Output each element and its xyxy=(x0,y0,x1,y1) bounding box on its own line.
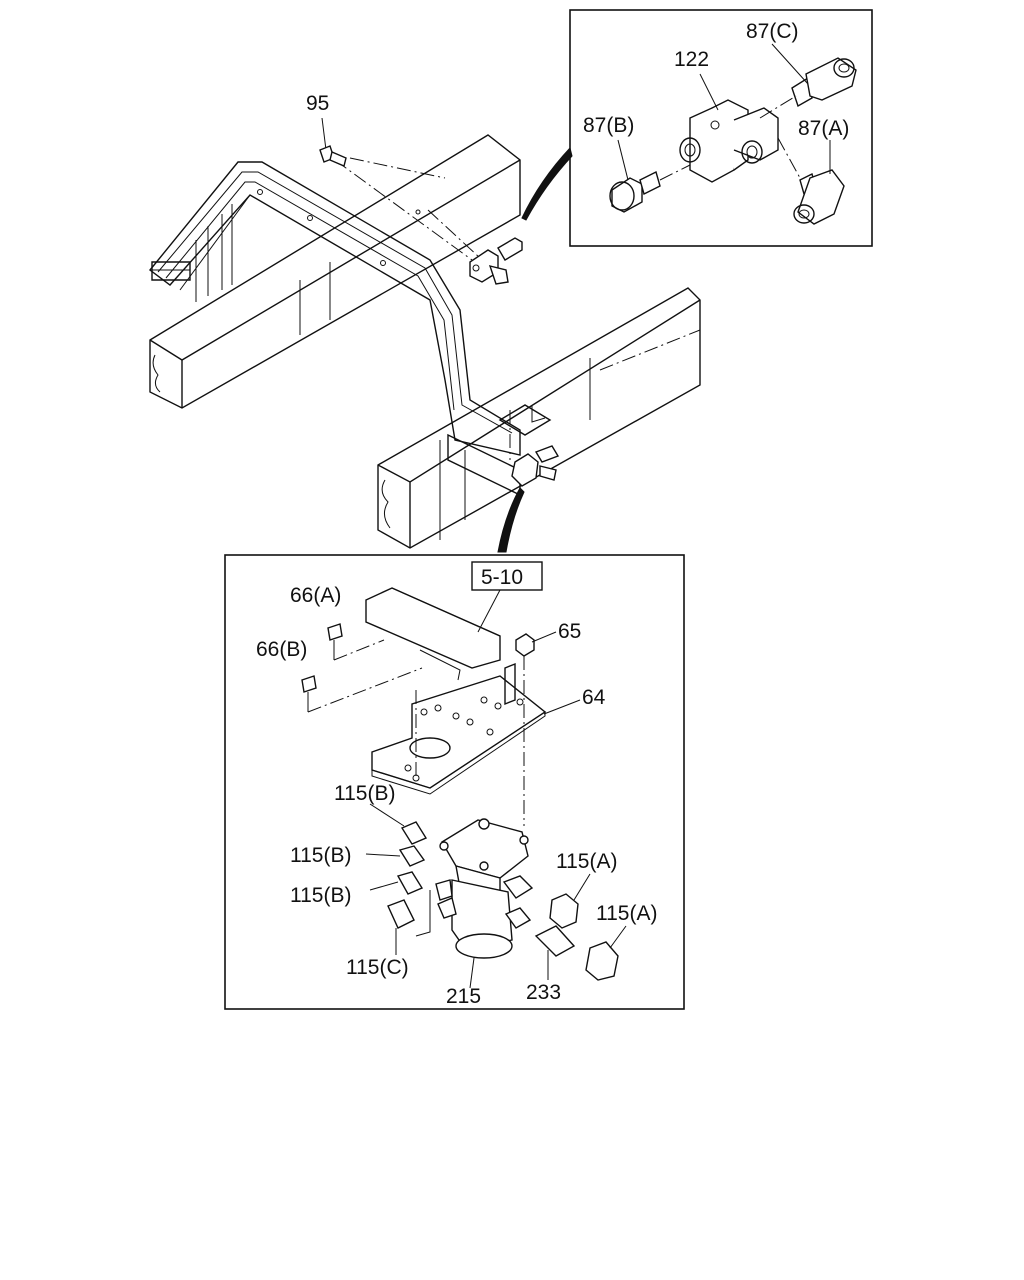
callout-122: 122 xyxy=(674,48,709,71)
callout-87c: 87(C) xyxy=(746,20,799,43)
callout-115c: 115(C) xyxy=(346,956,409,979)
detail-leader-top xyxy=(521,146,573,221)
callout-115b-2: 115(B) xyxy=(290,844,351,867)
reference-label-5-10: 5-10 xyxy=(481,566,523,589)
callout-64: 64 xyxy=(582,686,606,709)
callout-115a-2: 115(A) xyxy=(596,902,657,925)
bolt-95-illustration xyxy=(319,145,347,167)
callout-115b-3: 115(B) xyxy=(290,884,351,907)
callout-95: 95 xyxy=(306,92,329,115)
chassis-frame-illustration xyxy=(148,134,701,549)
callout-233: 233 xyxy=(526,981,561,1004)
tee-fitting-detail xyxy=(321,43,857,225)
callout-65: 65 xyxy=(558,620,581,643)
callout-87a: 87(A) xyxy=(798,117,849,140)
callout-66a: 66(A) xyxy=(290,584,341,607)
reference-leader xyxy=(477,589,501,633)
callout-87b: 87(B) xyxy=(583,114,634,137)
callout-215: 215 xyxy=(446,985,481,1008)
detail-box-top xyxy=(569,9,873,247)
relay-valve-detail xyxy=(301,587,627,989)
detail-box-bottom xyxy=(224,554,685,1010)
detail-leader-bottom xyxy=(497,487,525,553)
reference-box-5-10 xyxy=(471,561,543,591)
callout-115b-1: 115(B) xyxy=(334,782,395,805)
callout-115a-1: 115(A) xyxy=(556,850,617,873)
callout-66b: 66(B) xyxy=(256,638,307,661)
